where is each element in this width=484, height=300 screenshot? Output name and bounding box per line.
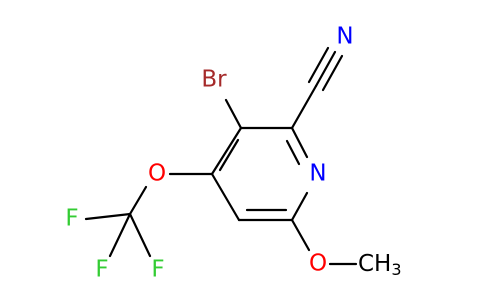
bond-n-c2-outer: [290, 126, 309, 159]
atom-f-1: F: [65, 206, 78, 232]
atom-n-ring: N: [309, 161, 326, 187]
bond-c3-br: [224, 98, 243, 130]
bond-c6-n: [290, 191, 309, 222]
atom-methyl-subscript: 3: [391, 260, 401, 279]
atom-n-nitrile: N: [336, 24, 353, 50]
bond-c4-c5: [210, 172, 241, 222]
atom-br: Br: [201, 67, 227, 93]
bond-n-c2-inner: [285, 139, 301, 166]
atom-methyl: CH3: [358, 251, 402, 279]
bond-c3-c4-inner: [218, 138, 240, 172]
bond-o-cf3: [128, 185, 148, 216]
atom-o-methoxy: O: [309, 251, 327, 277]
bond-cf3-f3: [128, 212, 152, 258]
bond-cf3-f2: [108, 212, 132, 258]
bond-nitrile-triple-2: [307, 46, 330, 84]
bond-c2-c-nitrile: [290, 84, 318, 130]
atom-f-3: F: [151, 257, 164, 283]
bond-nitrile-triple-1: [314, 50, 337, 88]
atom-o-trifluoromethoxy: O: [148, 161, 166, 187]
bond-cf3-f1: [84, 212, 132, 221]
bond-nitrile-triple-3: [321, 54, 344, 92]
bond-c6-o: [290, 218, 311, 252]
bonds-group: [84, 46, 358, 266]
atom-f-2: F: [95, 257, 108, 283]
bond-c3-c4-outer: [210, 126, 243, 176]
atom-methyl-label: CH: [358, 251, 391, 277]
